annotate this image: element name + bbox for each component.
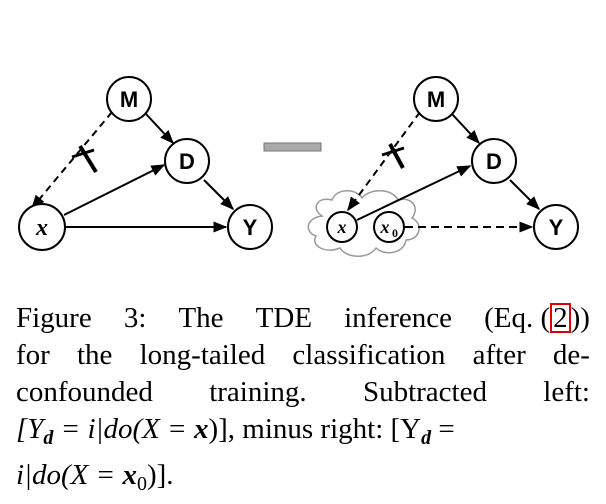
svg-text:M: M — [427, 87, 445, 112]
edge-m-to-d-right — [451, 113, 480, 145]
node-d: D — [164, 138, 210, 184]
right-causal-graph: M D x x 0 Y — [307, 76, 579, 257]
svg-text:0: 0 — [392, 226, 398, 240]
caption-word: The — [178, 302, 224, 334]
node-y-right: Y — [533, 204, 579, 250]
caption-line-4: [Yd = i|do(X = x)], minus right: [Yd = — [16, 413, 455, 449]
svg-text:D: D — [486, 149, 502, 174]
svg-text:x: x — [380, 217, 390, 237]
caption-word: inference — [344, 302, 452, 334]
caption-word: Figure — [16, 302, 92, 334]
figure-caption: Figure 3: The TDE inference (Eq. (2)) fo… — [16, 300, 590, 503]
edge-m-to-d — [145, 113, 174, 145]
caption-line-2: for the long-tailed classification after… — [16, 339, 590, 371]
cut-mark-bar-right — [381, 146, 405, 157]
node-y: Y — [227, 204, 273, 250]
left-causal-graph: M D x Y — [18, 76, 273, 251]
node-d-right: D — [471, 138, 517, 184]
svg-text:Y: Y — [549, 215, 564, 240]
edge-x-to-d-right — [356, 165, 472, 221]
node-m-right: M — [413, 76, 459, 122]
node-m: M — [106, 76, 152, 122]
causal-graph-figure: M D x Y M D — [18, 76, 579, 257]
cut-mark — [78, 144, 98, 174]
caption-line-5: i|do(X = x0)]. — [16, 459, 174, 495]
svg-text:Y: Y — [243, 215, 258, 240]
svg-text:x: x — [337, 217, 347, 237]
edge-d-to-y — [203, 179, 234, 210]
caption-line-1: Figure 3: The TDE inference (Eq. (2)) — [16, 300, 590, 337]
edge-x-to-d — [63, 164, 166, 216]
caption-word: TDE — [255, 302, 313, 334]
cut-mark-bar — [71, 148, 95, 159]
equation-ref-link[interactable]: 2 — [550, 303, 571, 333]
node-x: x — [18, 203, 66, 251]
caption-word: 3: — [123, 302, 147, 334]
edge-m-to-x-cut-right — [347, 111, 421, 212]
svg-text:D: D — [179, 149, 195, 174]
caption-equation-ref: (Eq. (2)) — [484, 302, 590, 334]
node-x-right: x — [326, 211, 358, 243]
caption-line-3: confounded training. Subtracted left: — [16, 376, 590, 408]
cut-mark-right — [388, 143, 405, 169]
svg-text:x: x — [35, 215, 48, 241]
edge-d-to-y-right — [509, 179, 540, 210]
edge-m-to-x-cut — [31, 111, 113, 210]
minus-operator — [263, 142, 322, 152]
node-x0-right: x 0 — [373, 211, 405, 243]
svg-text:M: M — [120, 87, 138, 112]
